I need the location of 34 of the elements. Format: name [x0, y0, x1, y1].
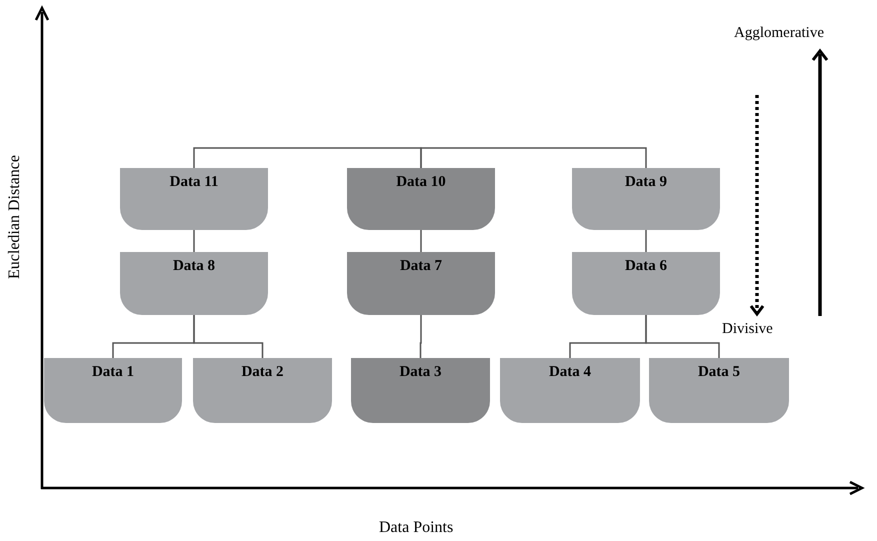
data-box [120, 252, 268, 315]
box-label: Data 11 [170, 173, 218, 192]
box-label: Data 3 [399, 363, 442, 382]
connector-line [420, 230, 422, 252]
box-label: Data 1 [92, 363, 134, 382]
data-box [572, 168, 720, 230]
connector-line [193, 230, 195, 252]
box-label: Data 6 [624, 257, 668, 276]
box-label: Data 4 [548, 363, 592, 382]
data-box [351, 358, 490, 423]
data-box [120, 168, 268, 230]
axis-label: Data Points [379, 518, 454, 538]
box-label: Data 5 [698, 363, 740, 382]
data-box [347, 168, 495, 230]
data-box [193, 358, 332, 423]
direction-label: Divisive [722, 320, 773, 339]
connector-line [193, 315, 264, 358]
connector-line [420, 315, 422, 358]
data-box [347, 252, 495, 315]
connector-line [420, 147, 647, 168]
box-label: Data 7 [400, 257, 442, 276]
box-label: Data 10 [396, 173, 446, 192]
data-box [572, 252, 720, 315]
box-label: Data 9 [624, 173, 668, 192]
connector-line [645, 230, 647, 252]
axis-label: Eucledian Distance [5, 154, 24, 281]
data-box [500, 358, 640, 423]
direction-label: Agglomerative [734, 24, 824, 43]
data-box [649, 358, 789, 423]
box-label: Data 2 [241, 363, 284, 382]
connector-line [645, 315, 720, 358]
data-box [44, 358, 182, 423]
connector-line [193, 147, 422, 168]
box-label: Data 8 [172, 257, 216, 276]
